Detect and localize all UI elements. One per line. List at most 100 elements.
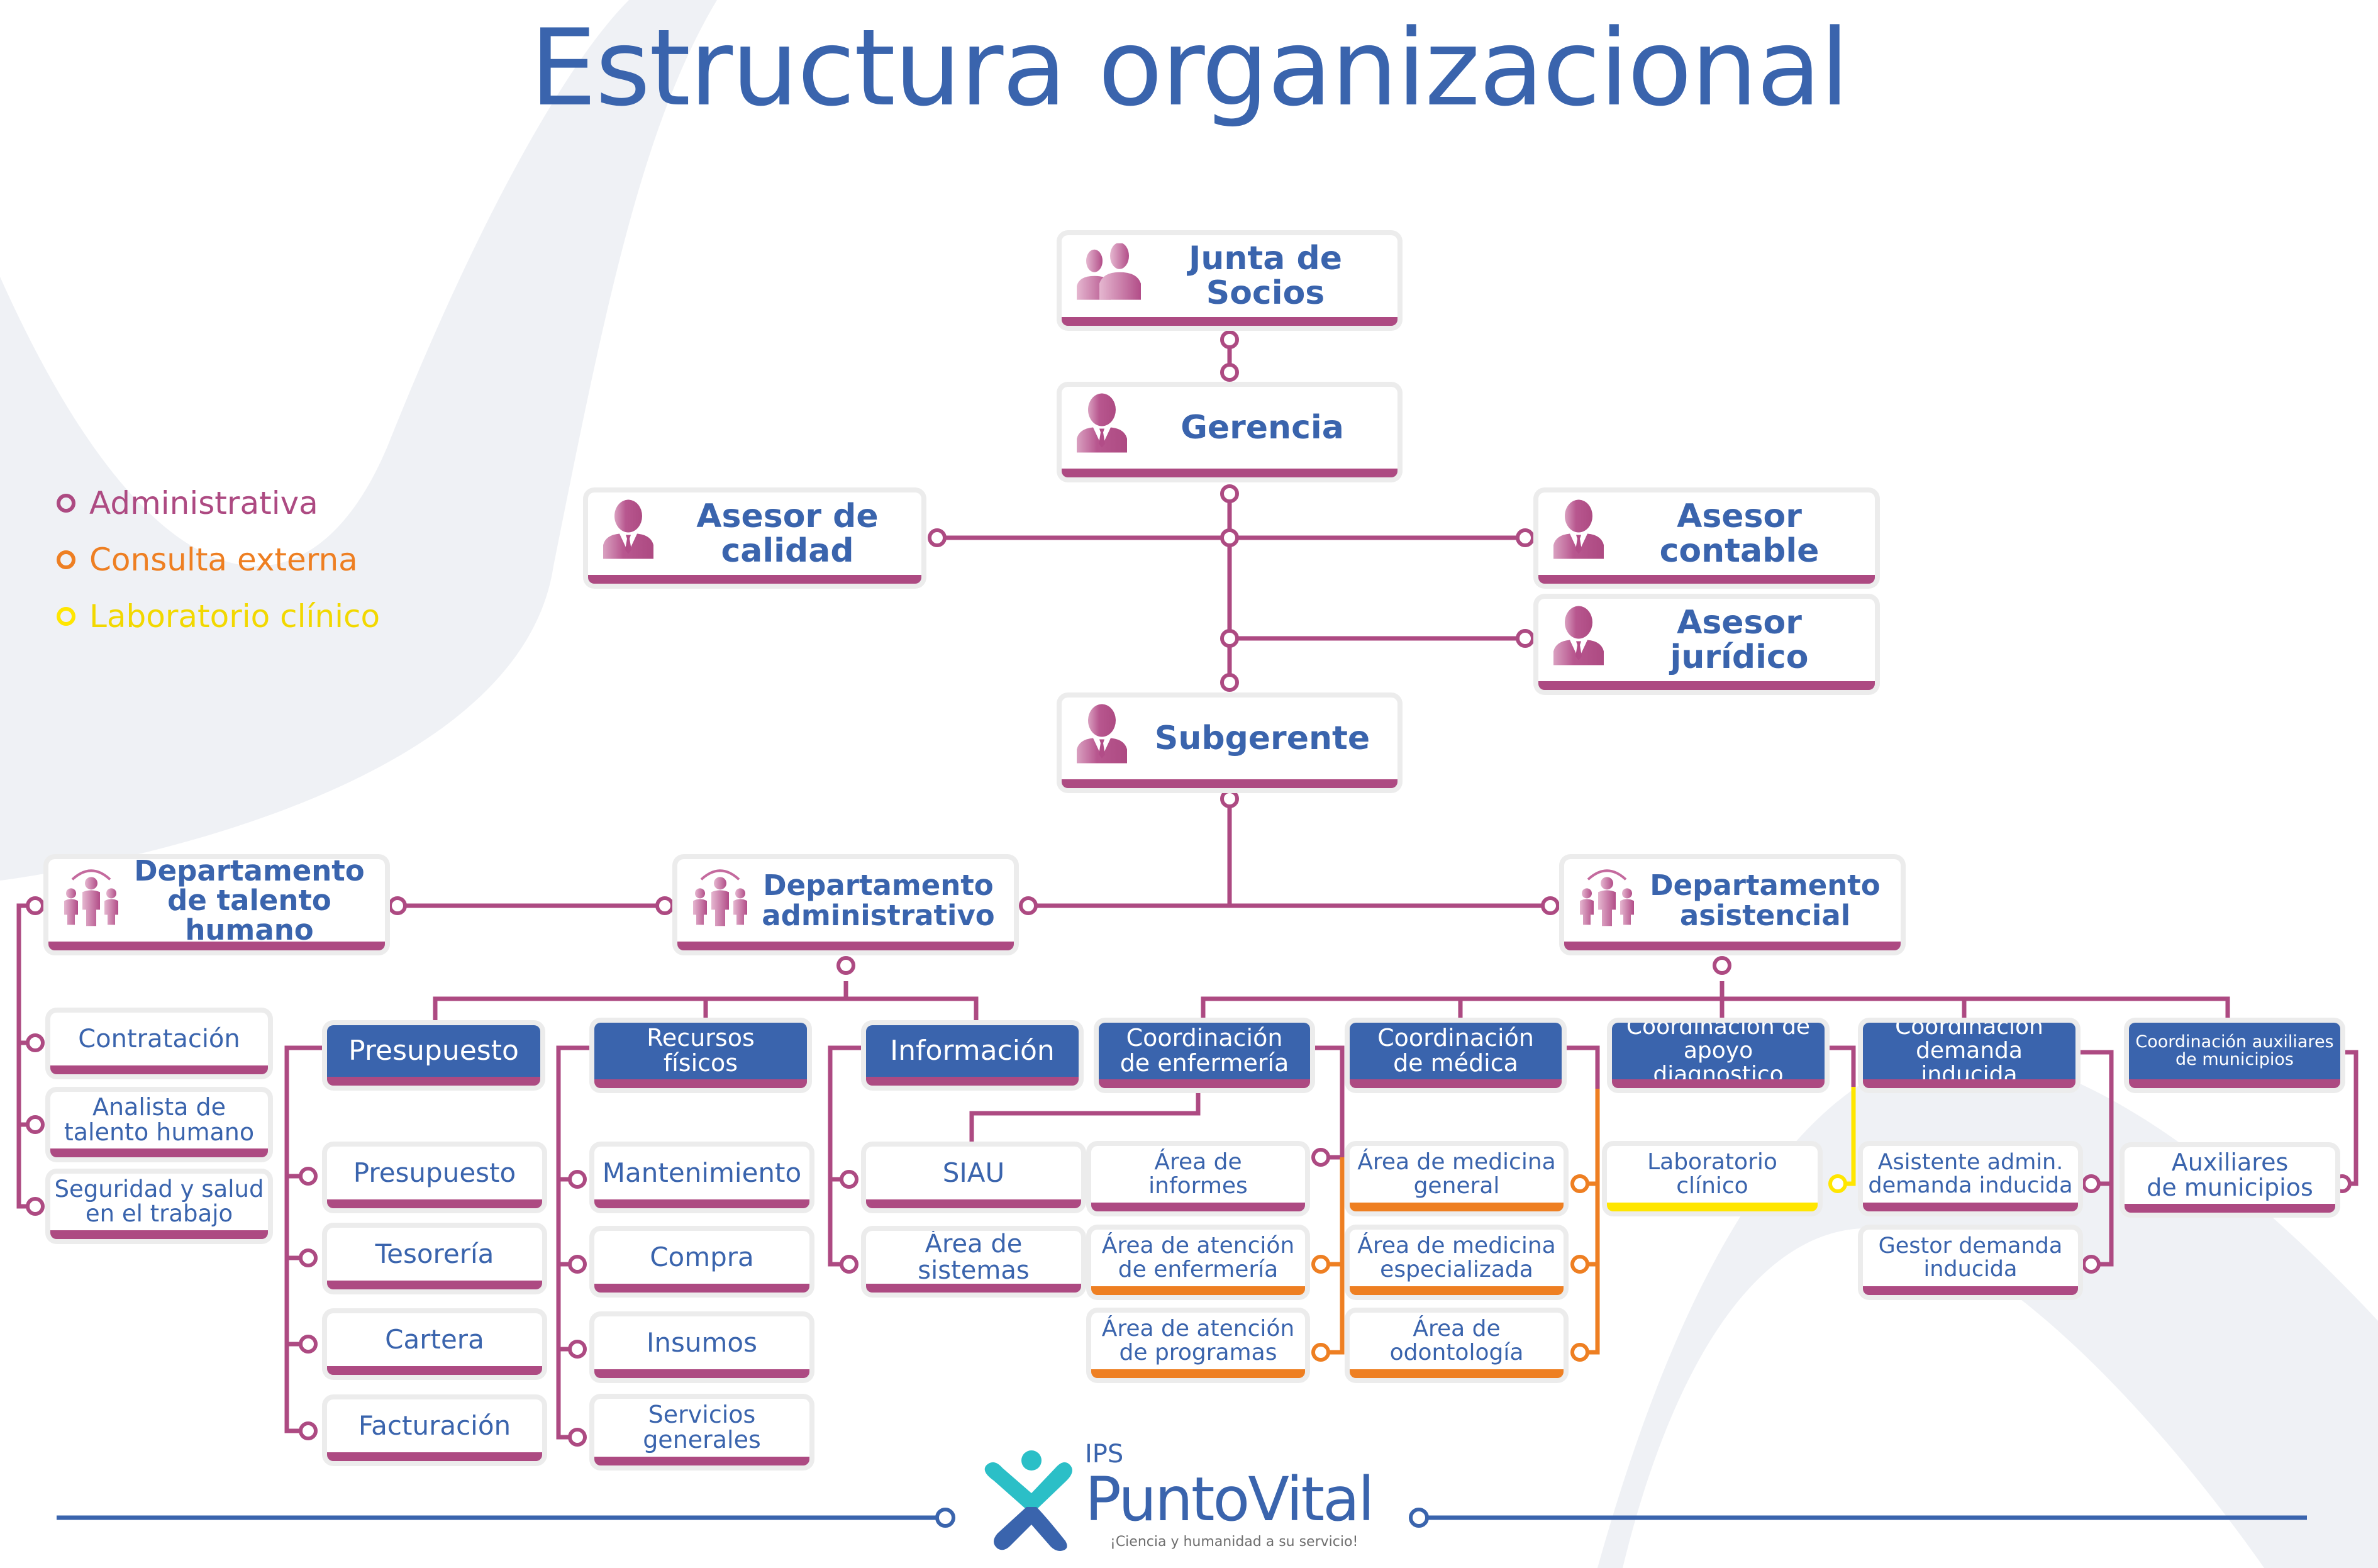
- person-icon: [1553, 499, 1604, 559]
- node-area-informes[interactable]: Área de informes: [1091, 1146, 1305, 1211]
- connector-node-icon: [26, 896, 45, 915]
- logo-text-block: IPS PuntoVital ¡Ciencia y humanidad a su…: [1085, 1440, 1375, 1551]
- person-icon: [603, 499, 653, 559]
- node-label: Área de medicina general: [1357, 1149, 1556, 1199]
- node-area-atencion-programas[interactable]: Área de atención de programas: [1091, 1313, 1305, 1378]
- node-coord-demanda-inducida[interactable]: Coordinación demanda inducida: [1863, 1023, 2075, 1088]
- connector-enfermeria-siau: [969, 1091, 1201, 1147]
- node-facturacion[interactable]: Facturación: [327, 1399, 542, 1461]
- node-odontologia[interactable]: Área de odontología: [1350, 1313, 1564, 1378]
- legend-item-consulta-externa: Consulta externa: [57, 531, 380, 588]
- node-cartera[interactable]: Cartera: [327, 1313, 542, 1375]
- node-analista-talento-humano[interactable]: Analista de talento humano: [50, 1092, 268, 1157]
- node-label: Coordinación de médica: [1377, 1024, 1534, 1077]
- connector-enfermeria-rail-consulta: [1326, 1157, 1345, 1355]
- node-auxiliares-municipios[interactable]: Auxiliares de municipios: [2125, 1147, 2335, 1213]
- legend-label: Laboratorio clínico: [89, 598, 381, 635]
- connector-node-icon: [840, 1255, 858, 1274]
- connector-node-icon: [26, 1033, 45, 1052]
- circle-icon: [57, 607, 75, 626]
- punto-vital-figure-icon: [984, 1450, 1072, 1551]
- node-coord-presupuesto[interactable]: Presupuesto: [327, 1025, 540, 1086]
- node-asesor-calidad[interactable]: Asesor de calidad: [588, 492, 921, 584]
- connector-node-icon: [568, 1255, 587, 1274]
- logo-tagline: ¡Ciencia y humanidad a su servicio!: [1110, 1534, 1358, 1550]
- footer-line-right-start-icon: [1409, 1508, 1429, 1528]
- node-coord-enfermeria[interactable]: Coordinación de enfermería: [1099, 1023, 1310, 1088]
- connector-medica-rail-consulta: [1585, 1089, 1600, 1355]
- node-compra[interactable]: Compra: [594, 1231, 809, 1293]
- node-label: Área de sistemas: [918, 1231, 1030, 1285]
- connector-node-icon: [26, 1115, 45, 1134]
- connector-node-icon: [299, 1167, 318, 1186]
- node-label: Área de informes: [1148, 1149, 1248, 1199]
- connector-subgerente-departments: [1227, 802, 1550, 908]
- node-asesor-juridico[interactable]: Asesor jurídico: [1538, 599, 1875, 690]
- node-coord-apoyo-diagnostico[interactable]: Coordinación de apoyo diagnostico: [1612, 1023, 1825, 1088]
- node-label: Asesor de calidad: [696, 497, 879, 570]
- node-presupuesto[interactable]: Presupuesto: [327, 1147, 542, 1208]
- node-tesoreria[interactable]: Tesorería: [327, 1228, 542, 1289]
- node-label: Analista de talento humano: [64, 1093, 255, 1146]
- node-label: Compra: [650, 1241, 754, 1272]
- legend-item-administrativa: Administrativa: [57, 475, 380, 531]
- node-medicina-general[interactable]: Área de medicina general: [1350, 1146, 1564, 1211]
- node-asistente-admin-demanda[interactable]: Asistente admin. demanda inducida: [1863, 1146, 2078, 1211]
- node-label: SIAU: [942, 1157, 1005, 1188]
- connector-apoyo-rail-top: [1826, 1045, 1856, 1087]
- node-label: Departamento asistencial: [1650, 869, 1881, 932]
- node-asesor-contable[interactable]: Asesor contable: [1538, 492, 1875, 584]
- legend-item-laboratorio: Laboratorio clínico: [57, 588, 380, 645]
- node-label: Presupuesto: [353, 1157, 516, 1188]
- node-coord-auxiliares-municipios[interactable]: Coordinación auxiliares de municipios: [2129, 1023, 2340, 1088]
- person-icon: [1077, 393, 1127, 453]
- connector-presupuesto-rail: [284, 1045, 322, 1433]
- node-dept-administrativo[interactable]: Departamento administrativo: [677, 859, 1014, 950]
- node-seguridad-salud[interactable]: Seguridad y salud en el trabajo: [50, 1174, 268, 1239]
- logo-brand-name: PuntoVital: [1085, 1464, 1375, 1535]
- node-coord-recursos-fisicos[interactable]: Recursos físicos: [594, 1023, 807, 1088]
- node-coord-informacion[interactable]: Información: [866, 1025, 1079, 1086]
- node-label: Recursos físicos: [647, 1024, 755, 1077]
- brand-logo: IPS PuntoVital ¡Ciencia y humanidad a su…: [981, 1440, 1421, 1566]
- connector-node-icon: [1220, 484, 1239, 503]
- node-contratacion[interactable]: Contratación: [50, 1013, 268, 1074]
- connector-informacion-rail: [828, 1045, 863, 1267]
- team-icon: [64, 869, 118, 926]
- connector-node-icon: [1220, 330, 1239, 349]
- connector-node-icon: [1541, 896, 1560, 915]
- node-gestor-demanda[interactable]: Gestor demanda inducida: [1863, 1230, 2078, 1295]
- node-label: Laboratorio clínico: [1647, 1149, 1777, 1199]
- node-mantenimiento[interactable]: Mantenimiento: [594, 1147, 809, 1208]
- node-area-atencion-enfermeria[interactable]: Área de atención de enfermería: [1091, 1230, 1305, 1295]
- connector-municipios-rail: [2342, 1050, 2359, 1186]
- node-dept-asistencial[interactable]: Departamento asistencial: [1564, 859, 1901, 950]
- connector-node-icon: [1516, 629, 1535, 648]
- node-dept-talento-humano[interactable]: Departamento de talento humano: [48, 859, 385, 950]
- node-label: Insumos: [647, 1326, 757, 1358]
- team-icon: [1580, 869, 1634, 926]
- node-medicina-especializada[interactable]: Área de medicina especializada: [1350, 1230, 1564, 1295]
- node-area-sistemas[interactable]: Área de sistemas: [866, 1231, 1081, 1293]
- connector-recursos-rail: [556, 1045, 591, 1440]
- node-coord-medica[interactable]: Coordinación de médica: [1350, 1023, 1562, 1088]
- node-junta-de-socios[interactable]: Junta de Socios: [1062, 235, 1397, 326]
- node-label: Subgerente: [1154, 719, 1370, 757]
- connector-node-icon: [1220, 789, 1239, 808]
- node-insumos[interactable]: Insumos: [594, 1316, 809, 1378]
- connector-node-icon: [299, 1248, 318, 1267]
- connector-medica-rail-top: [1565, 1045, 1600, 1089]
- connector-node-icon: [1019, 896, 1038, 915]
- node-siau[interactable]: SIAU: [866, 1147, 1081, 1208]
- node-servicios-generales[interactable]: Servicios generales: [594, 1399, 809, 1465]
- legend-label: Consulta externa: [89, 542, 358, 578]
- node-label: Departamento administrativo: [762, 869, 995, 932]
- node-label: Asesor jurídico: [1670, 603, 1809, 676]
- group-people-icon: [1077, 243, 1141, 300]
- background-swoosh-left: [0, 0, 717, 881]
- node-gerencia[interactable]: Gerencia: [1062, 387, 1397, 477]
- node-laboratorio-clinico[interactable]: Laboratorio clínico: [1607, 1146, 1818, 1211]
- connector-node-icon: [655, 896, 674, 915]
- node-subgerente[interactable]: Subgerente: [1062, 698, 1397, 788]
